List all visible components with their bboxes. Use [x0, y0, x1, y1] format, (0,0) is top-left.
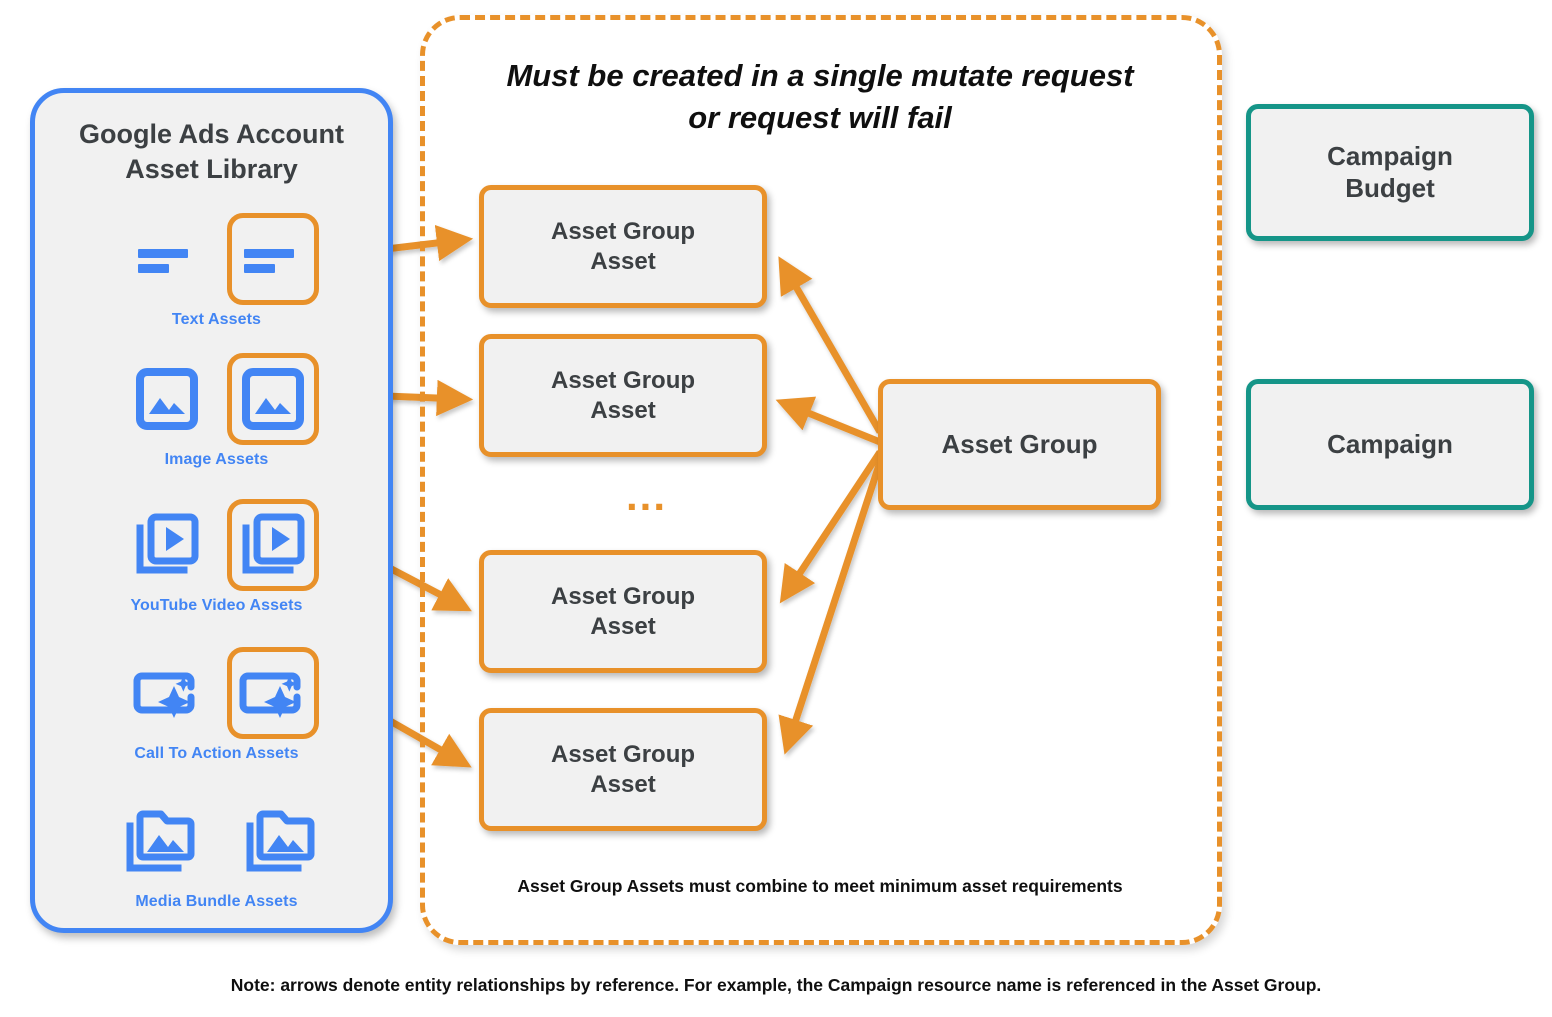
media-bundle-asset-icon-second [234, 795, 326, 887]
youtube-video-asset-icon-plain [121, 499, 213, 591]
node-label-line2: Asset [590, 612, 656, 640]
ellipsis-indicator: ... [626, 472, 668, 519]
library-title-line2: Asset Library [125, 154, 298, 185]
campaign-budget-node[interactable]: Campaign Budget [1246, 104, 1534, 241]
media-bundle-asset-icons [35, 793, 398, 889]
text-asset-icon-selected[interactable] [226, 213, 319, 305]
asset-library-panel: Google Ads Account Asset Library [30, 88, 393, 933]
library-row-text-assets[interactable]: Text Assets [35, 211, 398, 329]
image-asset-icon [241, 368, 304, 430]
library-title-line1: Google Ads Account [78, 119, 344, 149]
image-asset-icon-plain [121, 353, 213, 445]
asset-group-asset-node[interactable]: Asset Group Asset [479, 334, 767, 457]
library-row-call-to-action-assets[interactable]: Call To Action Assets [35, 645, 398, 763]
text-asset-icon [137, 249, 188, 273]
youtube-video-asset-icon-selected[interactable] [226, 499, 319, 591]
image-asset-icons [35, 351, 398, 447]
library-title: Google Ads Account Asset Library [35, 117, 388, 187]
node-label-line1: Campaign [1327, 140, 1453, 171]
asset-group-asset-node[interactable]: Asset Group Asset [479, 708, 767, 831]
text-asset-icon-plain [121, 213, 213, 305]
node-label: Asset Group [941, 428, 1098, 459]
call-to-action-asset-icons [35, 645, 398, 741]
media-bundle-asset-icon-plain [114, 795, 206, 887]
mutate-title-line1: Must be created in a single mutate reque… [506, 58, 1134, 93]
asset-group-asset-node[interactable]: Asset Group Asset [479, 185, 767, 308]
library-row-label: Text Assets [171, 311, 262, 328]
diagram-note: Note: arrows denote entity relationships… [230, 975, 1322, 995]
library-row-youtube-video-assets[interactable]: YouTube Video Assets [35, 497, 398, 615]
library-row-label: YouTube Video Assets [130, 597, 303, 614]
node-label-line1: Asset Group [550, 583, 696, 611]
youtube-video-asset-icons [35, 497, 398, 593]
asset-group-asset-node[interactable]: Asset Group Asset [479, 550, 767, 673]
mutate-container-footer: Asset Group Assets must combine to meet … [517, 876, 1123, 896]
call-to-action-asset-icon-selected[interactable] [226, 647, 319, 739]
image-asset-icon-selected[interactable] [226, 353, 319, 445]
node-label-line1: Asset Group [550, 367, 696, 395]
youtube-video-asset-icon [242, 513, 304, 574]
call-to-action-asset-icon [239, 672, 300, 718]
library-row-label: Media Bundle Assets [135, 893, 298, 910]
library-row-label: Image Assets [164, 451, 269, 468]
mutate-container-title: Must be created in a single mutate reque… [440, 55, 1200, 139]
media-bundle-asset-icon [246, 810, 314, 872]
call-to-action-asset-icon-plain [121, 647, 213, 739]
campaign-node[interactable]: Campaign [1246, 379, 1534, 510]
node-label-line1: Asset Group [550, 218, 696, 246]
call-to-action-asset-icon [133, 672, 194, 718]
node-label-line1: Asset Group [550, 741, 696, 769]
asset-group-node[interactable]: Asset Group [878, 379, 1161, 510]
node-label-line2: Budget [1345, 172, 1435, 203]
node-label: Campaign [1327, 428, 1453, 459]
library-row-label: Call To Action Assets [134, 745, 299, 762]
node-label-line2: Asset [590, 770, 656, 798]
mutate-request-container [420, 15, 1222, 945]
image-asset-icon [135, 368, 198, 430]
text-asset-icon [243, 249, 294, 273]
library-row-image-assets[interactable]: Image Assets [35, 351, 398, 469]
node-label-line2: Asset [590, 247, 656, 275]
text-asset-icons [35, 211, 398, 307]
mutate-title-line2: or request will fail [688, 99, 952, 135]
youtube-video-asset-icon [136, 513, 198, 574]
library-row-media-bundle-assets[interactable]: Media Bundle Assets [35, 793, 398, 911]
node-label-line2: Asset [590, 396, 656, 424]
media-bundle-asset-icon [126, 810, 194, 872]
